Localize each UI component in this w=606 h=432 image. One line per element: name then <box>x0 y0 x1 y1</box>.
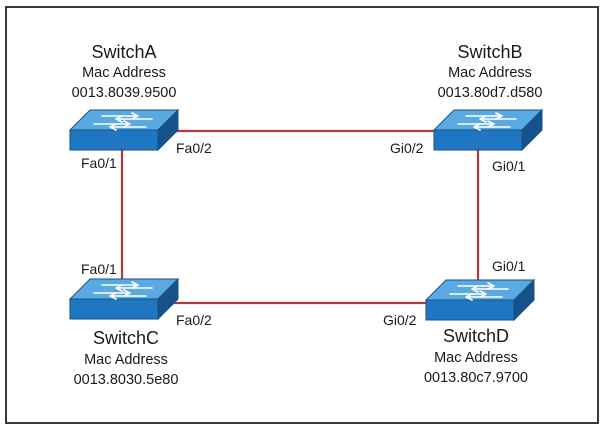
switch-a-icon[interactable] <box>68 106 180 154</box>
port-a-fa0-2: Fa0/2 <box>176 140 212 156</box>
diagram-frame <box>5 6 599 424</box>
port-d-gi0-2: Gi0/2 <box>383 312 417 328</box>
switch-d-mac-label: Mac Address <box>434 350 518 366</box>
switch-b-mac: 0013.80d7.d580 <box>437 85 543 101</box>
port-c-fa0-2: Fa0/2 <box>176 312 212 328</box>
port-c-fa0-1: Fa0/1 <box>81 261 117 277</box>
port-d-gi0-1: Gi0/1 <box>492 258 526 274</box>
switch-d-mac: 0013.80c7.9700 <box>423 370 528 386</box>
switch-c-mac: 0013.8030.5e80 <box>73 372 179 388</box>
port-b-gi0-2: Gi0/2 <box>390 140 424 156</box>
switch-d-icon[interactable] <box>424 276 536 324</box>
switch-graphic <box>432 108 544 152</box>
switch-c-name: SwitchC <box>92 328 159 348</box>
switch-c-icon[interactable] <box>68 275 180 323</box>
switch-d-name: SwitchD <box>442 326 509 346</box>
switch-graphic <box>424 278 536 322</box>
switch-a-mac: 0013.8039.9500 <box>71 85 177 101</box>
switch-c-mac-label: Mac Address <box>84 352 168 368</box>
switch-b-name: SwitchB <box>457 42 523 62</box>
switch-b-icon[interactable] <box>432 106 544 154</box>
switch-a-mac-label: Mac Address <box>82 65 166 81</box>
port-a-fa0-1: Fa0/1 <box>81 155 117 171</box>
switch-graphic <box>68 277 180 321</box>
port-b-gi0-1: Gi0/1 <box>492 158 526 174</box>
switch-b-mac-label: Mac Address <box>448 65 532 81</box>
switch-a-name: SwitchA <box>91 42 157 62</box>
switch-graphic <box>68 108 180 152</box>
